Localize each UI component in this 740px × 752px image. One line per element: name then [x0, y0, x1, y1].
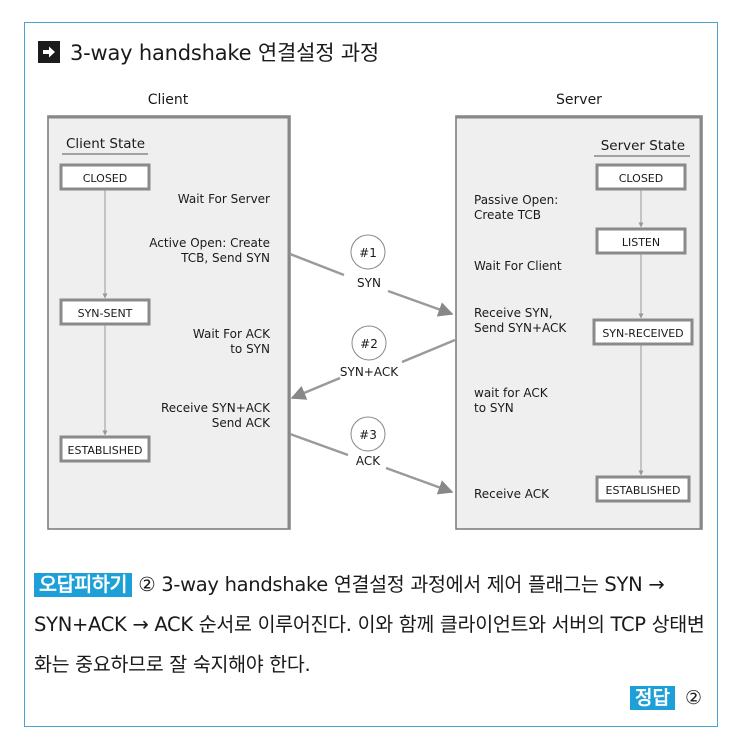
client-label: Client [148, 92, 189, 108]
client-state-header: Client State [66, 136, 145, 152]
handshake-diagram: Client Server Client State CLOSED SYN-SE… [47, 92, 703, 530]
answer-badge: 정답 [629, 686, 675, 710]
client-state-established: ESTABLISHED [59, 435, 151, 463]
section-title: 3-way handshake 연결설정 과정 [70, 41, 380, 65]
client-state-syn-sent: SYN-SENT [59, 298, 151, 326]
svg-text:ESTABLISHED: ESTABLISHED [68, 444, 143, 457]
client-event: Active Open: Create [149, 236, 270, 250]
client-event: to SYN [230, 342, 270, 356]
client-panel: Client State CLOSED SYN-SENT ESTABLISHED… [47, 115, 291, 530]
message-label: SYN+ACK [340, 365, 399, 379]
client-state-closed: CLOSED [59, 163, 151, 191]
server-label: Server [556, 92, 602, 108]
server-state-header: Server State [601, 138, 685, 154]
server-state-closed: CLOSED [595, 163, 687, 191]
svg-text:SYN-SENT: SYN-SENT [78, 307, 133, 320]
message-label: ACK [356, 454, 381, 468]
server-event: Receive SYN, [474, 306, 553, 320]
server-panel: Server State CLOSED LISTEN SYN-RECEIVED … [455, 115, 703, 530]
message-label: SYN [357, 276, 381, 290]
title-row: 3-way handshake 연결설정 과정 [38, 35, 379, 69]
message-number: #2 [360, 337, 378, 351]
client-event: Wait For Server [178, 192, 270, 206]
svg-text:ESTABLISHED: ESTABLISHED [606, 484, 681, 497]
server-event: Send SYN+ACK [474, 321, 567, 335]
server-state-syn-received: SYN-RECEIVED [592, 318, 694, 346]
server-state-listen: LISTEN [595, 227, 687, 255]
message-number: #1 [359, 246, 377, 260]
explanation-badge: 오답피하기 [34, 573, 133, 597]
client-event: TCB, Send SYN [180, 251, 270, 265]
server-event: Create TCB [474, 208, 541, 222]
server-event: Receive ACK [474, 487, 550, 501]
answer-row: 정답 ② [629, 686, 702, 710]
server-event: wait for ACK [474, 386, 549, 400]
explanation-text: ② 3-way handshake 연결설정 과정에서 제어 플래그는 SYN … [34, 573, 705, 676]
message-ack: #3 ACK [289, 416, 454, 495]
svg-text:SYN-RECEIVED: SYN-RECEIVED [602, 327, 683, 340]
client-event: Receive SYN+ACK [161, 401, 271, 415]
answer-value: ② [684, 687, 702, 709]
message-number: #3 [359, 428, 377, 442]
server-event: Wait For Client [474, 259, 562, 273]
svg-text:LISTEN: LISTEN [622, 236, 660, 249]
message-syn: #1 SYN [289, 234, 454, 317]
svg-text:CLOSED: CLOSED [83, 172, 127, 185]
server-state-established: ESTABLISHED [595, 475, 691, 503]
server-event: Passive Open: [474, 193, 558, 207]
client-event: Send ACK [212, 416, 271, 430]
server-event: to SYN [474, 401, 514, 415]
message-syn-ack: #2 SYN+ACK [290, 325, 456, 400]
client-event: Wait For ACK [193, 327, 271, 341]
arrow-right-icon [38, 41, 60, 63]
svg-text:CLOSED: CLOSED [619, 172, 663, 185]
